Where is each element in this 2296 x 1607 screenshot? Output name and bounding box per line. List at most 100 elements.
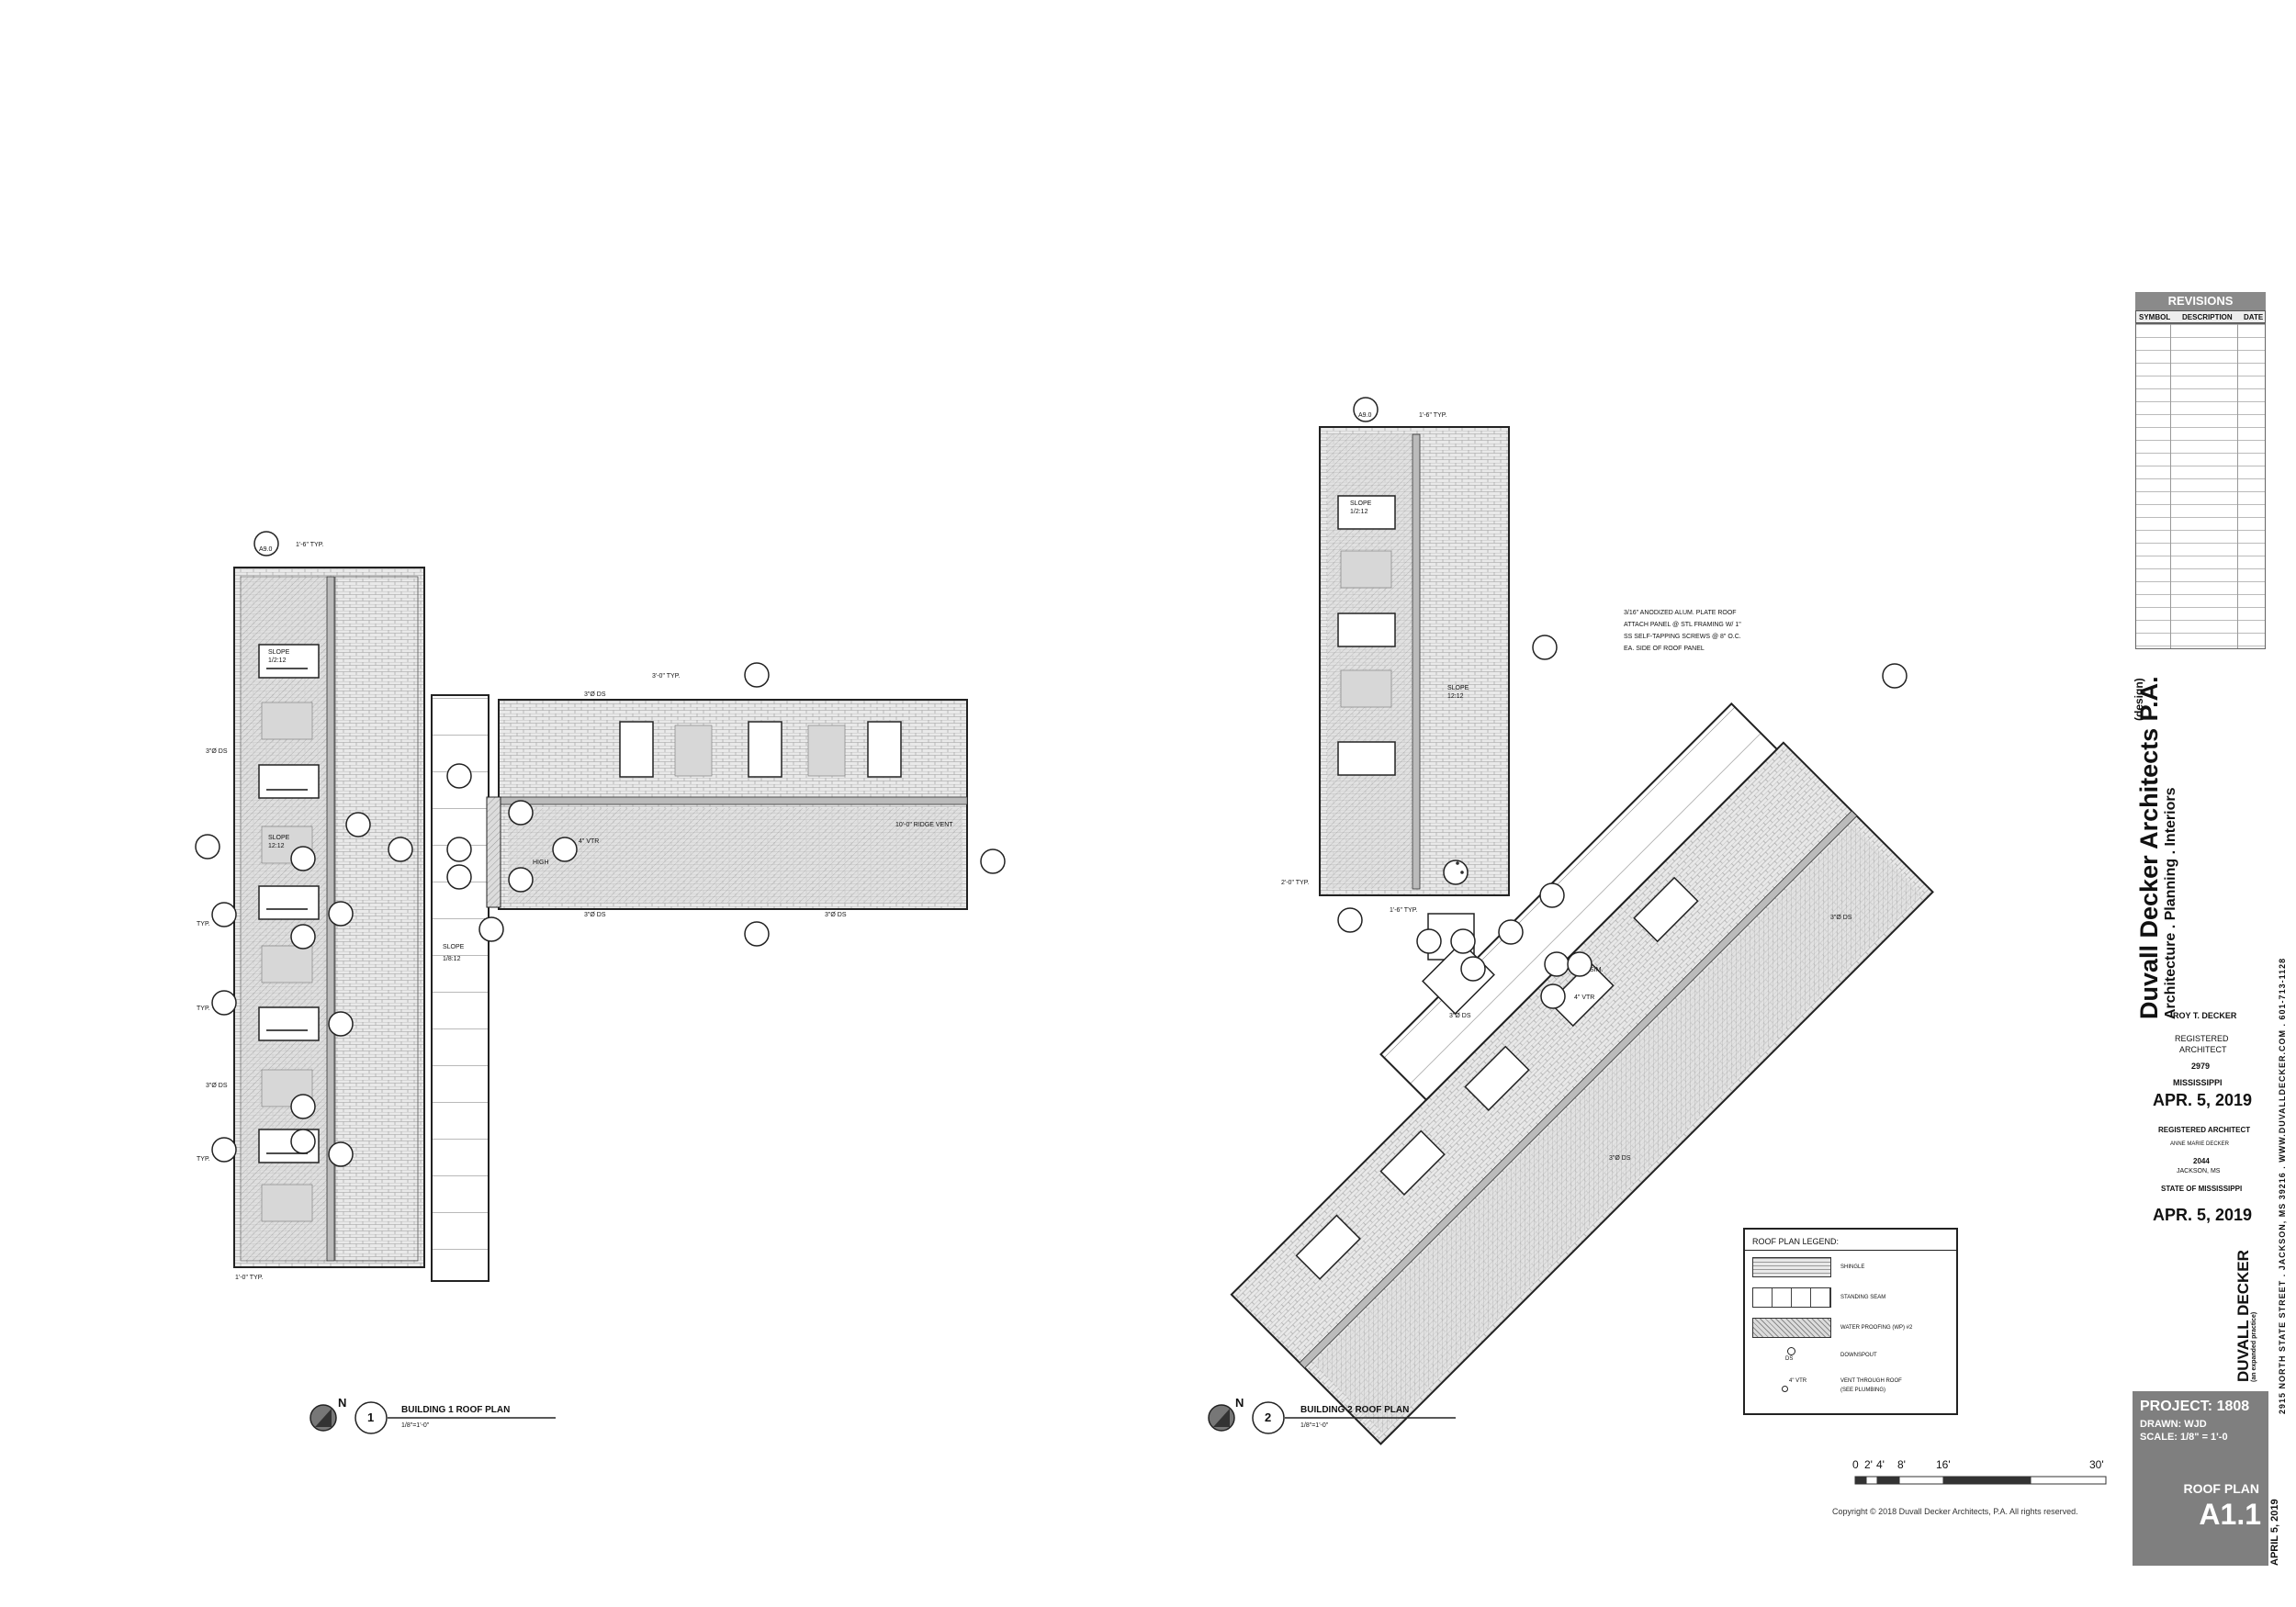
b1-typ-2: TYP.: [197, 1006, 210, 1012]
b1-detail-ref: A9.0: [259, 546, 273, 553]
plan2-title-symbol: [1208, 1401, 1456, 1434]
b1-dim-typ-2: 3'-0" TYP.: [652, 673, 681, 680]
scale-label-4: 4': [1876, 1458, 1885, 1471]
project-name-line2: CENTER: [2160, 120, 2200, 283]
b2-detail-ref: A9.0: [1358, 412, 1372, 419]
drawing-scale: SCALE: 1/8" = 1'-0: [2140, 1432, 2228, 1443]
vent-icon: [1782, 1386, 1788, 1392]
b1-east-skylights: [619, 721, 902, 778]
scale-label-8: 8': [1897, 1458, 1906, 1471]
plan2-number: 2: [1265, 1410, 1272, 1424]
logo-subtext: (an expanded practice): [2251, 1311, 2257, 1382]
roof-plan-legend: ROOF PLAN LEGEND: SHINGLE STANDING SEAM …: [1743, 1228, 1958, 1415]
b2-dim-2-0: 2'-0" TYP.: [1281, 880, 1310, 886]
b2-diagonal-canopy: [1379, 702, 1779, 1102]
project-name-line4: SENATOBIA, MS: [2208, 203, 2219, 283]
revisions-table: [2135, 323, 2266, 649]
rev-col-date: DATE: [2244, 313, 2264, 321]
b2-ds-label-2: 3"Ø DS: [1609, 1155, 1631, 1162]
b1-ds-label-3: 3"Ø DS: [825, 912, 847, 918]
b1-dim-typ: 1'-6" TYP.: [296, 542, 324, 548]
firm-name: Duvall Decker Architects P.A.: [2135, 676, 2163, 1019]
seal1-date: APR. 5, 2019: [2152, 1091, 2253, 1109]
b1-bottom-dim: 1'-0" TYP.: [235, 1275, 264, 1281]
b1-ds-label-5: 3"Ø DS: [206, 1083, 228, 1089]
legend-swatch-waterproofing: [1752, 1318, 1831, 1338]
legend-swatch-shingle: [1752, 1257, 1831, 1277]
copyright: Copyright © 2018 Duvall Decker Architect…: [1832, 1507, 2078, 1516]
seal1-name: ROY T. DECKER: [2173, 1011, 2237, 1020]
legend-label-vent: VENT THROUGH ROOF: [1840, 1378, 1902, 1384]
b2-ds-label-3: 3"Ø DS: [1449, 1013, 1471, 1019]
seal1-state: MISSISSIPPI: [2173, 1078, 2223, 1087]
b1-slope-label: SLOPE 1/8:12: [443, 944, 465, 962]
b1-detail-callouts: [195, 531, 1006, 1167]
project-name-line3: NEW TRANSITIONAL HOMES: [2197, 141, 2208, 283]
b1-wing-east-hatch: [508, 808, 962, 903]
scale-bar: [1854, 1476, 2107, 1485]
seal2-state: STATE OF MISSISSIPPI: [2161, 1185, 2243, 1193]
sheet-number: A1.1: [2199, 1498, 2261, 1531]
legend-title: ROOF PLAN LEGEND:: [1752, 1237, 1840, 1246]
b2-slope-skylight-2: SLOPE 12:12: [1447, 685, 1469, 700]
b1-slope-skylight-2: SLOPE 12:12: [268, 835, 290, 849]
scale-label-16: 16': [1936, 1458, 1951, 1471]
seal2-number: 2044: [2193, 1157, 2210, 1165]
b2-wing-north-ridge: [1412, 433, 1421, 890]
firm-design-tag: (design): [2133, 678, 2145, 721]
b1-connector: [486, 796, 501, 908]
b1-slope-skylight-1: SLOPE 1/2:12: [268, 649, 290, 664]
b2-detail-callouts: [1337, 397, 1908, 1009]
building-2-plan: [1230, 397, 1934, 1445]
b1-ds-label-4: 3"Ø DS: [206, 748, 228, 755]
panel-note-line2: ATTACH PANEL @ STL FRAMING W/ 1": [1624, 622, 1741, 628]
legend-label-waterproofing: WATER PROOFING (WP) #2: [1840, 1325, 1913, 1331]
b1-high-label: HIGH: [533, 860, 549, 866]
b1-ridge-vent-label: 10'-0" RIDGE VENT: [895, 822, 953, 828]
plan1-north-label: N: [338, 1396, 347, 1410]
seal1-line2: ARCHITECT: [2179, 1045, 2227, 1054]
b1-vtr-label: 4" VTR: [579, 838, 600, 845]
seal2-name: ANNE MARIE DECKER: [2170, 1141, 2230, 1147]
b2-sim-label: SIM.: [1590, 967, 1604, 973]
rev-col-description: DESCRIPTION: [2182, 313, 2233, 321]
logo-text: DUVALL DECKER: [2234, 1250, 2252, 1382]
plan1-title: BUILDING 1 ROOF PLAN: [401, 1405, 511, 1415]
legend-label-shingle: SHINGLE: [1840, 1264, 1865, 1270]
scale-label-0: 0: [1852, 1458, 1859, 1471]
seal1-number: 2979: [2191, 1062, 2211, 1071]
legend-swatch-standing-seam: [1752, 1287, 1831, 1308]
plan1-title-symbol: [310, 1401, 556, 1434]
scale-label-2: 2': [1864, 1458, 1873, 1471]
b2-north-skylights: [1337, 495, 1396, 776]
sheet-title: ROOF PLAN: [2183, 1481, 2259, 1496]
b2-vtr-label: 4" VTR: [1574, 995, 1595, 1001]
building-1-plan: [195, 531, 1006, 1282]
seal2-city: JACKSON, MS: [2177, 1168, 2221, 1174]
b2-ds-label-1: 3"Ø DS: [1830, 915, 1852, 921]
panel-note: 3/16" ANODIZED ALUM. PLATE ROOF ATTACH P…: [1624, 607, 1741, 655]
legend-symbol-vent: 4" VTR: [1789, 1378, 1807, 1384]
side-date: APRIL 5, 2019: [2269, 1499, 2280, 1566]
seal2-title: REGISTERED ARCHITECT: [2158, 1126, 2251, 1134]
legend-label-downspout: DOWNSPOUT: [1840, 1353, 1877, 1358]
project-label: PROJECT: 1808: [2140, 1399, 2250, 1414]
b1-ds-label-1: 3"Ø DS: [584, 691, 606, 698]
panel-note-line4: EA. SIDE OF ROOF PANEL: [1624, 646, 1705, 652]
rev-col-symbol: SYMBOL: [2139, 313, 2171, 321]
roof-plan-drawing: [195, 397, 2107, 1485]
b1-wing-east-ridge: [498, 796, 968, 805]
plan1-number: 1: [367, 1410, 375, 1424]
plan1-scale: 1/8"=1'-0": [401, 1422, 430, 1429]
b1-canopy: [431, 694, 490, 1282]
firm-services: Architecture . Planning . Interiors: [2163, 787, 2178, 1020]
downspout-icon: [1787, 1347, 1795, 1355]
plan2-scale: 1/8"=1'-0": [1300, 1422, 1329, 1429]
legend-symbol-downspout: DS: [1785, 1356, 1794, 1362]
seal2-date: APR. 5, 2019: [2152, 1206, 2253, 1224]
revisions-columns: SYMBOL DESCRIPTION DATE: [2135, 310, 2266, 323]
b2-diagonal-skylights: [1295, 876, 1699, 1280]
b1-typ-1: TYP.: [197, 921, 210, 927]
b2-slope-skylight-1: SLOPE 1/2:12: [1350, 500, 1372, 515]
